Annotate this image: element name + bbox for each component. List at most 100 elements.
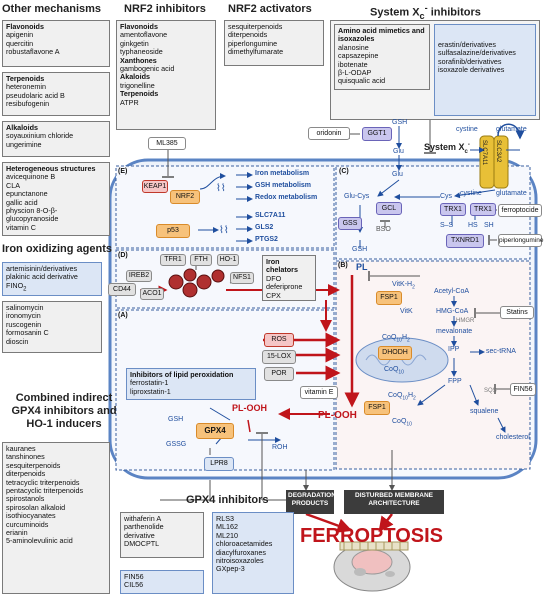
list-item: CIL56 [124, 580, 144, 590]
list-item: gambogenic acid [120, 64, 175, 74]
list-item: formosanin C [6, 328, 49, 338]
gpx4-inhibitors-title: GPX4 inhibitors [186, 494, 269, 506]
heterogeneous-box: Heterogeneous structures avicequinone B … [2, 162, 110, 236]
list-item: dimethylfumarate [228, 47, 284, 57]
list-item: GXpep-3 [216, 564, 245, 574]
iron-metabolism-label: Iron metabolism [255, 170, 310, 177]
lpr8-node: LPR8 [204, 457, 234, 471]
nfs1-node: NFS1 [230, 272, 254, 284]
list-item: spirostanols [6, 494, 45, 504]
list-item: gallic acid [6, 197, 38, 207]
list-item: erianin [6, 528, 28, 538]
cys-label: Cys [440, 193, 453, 200]
vitk-h2-label: VitK-H2 [392, 281, 415, 291]
glutamate-label-top: glutamate [496, 126, 527, 133]
iron-chelators-heading: Iron chelators [266, 257, 298, 275]
gpx4-inhibitors-box-3: RLS3 ML162 ML210 chloroacetamides diacyl… [212, 512, 294, 594]
gsh-metabolism-label: GSH metabolism [255, 182, 312, 189]
list-item: quisqualic acid [338, 76, 386, 86]
sqs-label: SQS [484, 388, 497, 394]
iron-chelators-box: Iron chelators DFO deferiprone CPX [262, 255, 316, 301]
list-item: parthenolide [124, 522, 164, 532]
list-item: CLA [6, 180, 20, 190]
list-item: erastin/derivatives [438, 40, 496, 49]
s-s-label: S–S [440, 222, 454, 229]
combined-title: Combined indirect GPX4 inhibitors and HO… [11, 392, 117, 430]
list-item: robustaflavone A [6, 47, 60, 57]
nrf2-inhibitors-box: Flavonoids amentoflavone ginkgetin typha… [116, 20, 216, 130]
other-mechanisms-title: Other mechanisms [2, 3, 102, 15]
coq10h2-label-a: CoQ10H2 [382, 334, 410, 344]
sec-trna-label: sec-tRNA [486, 348, 516, 355]
list-item: ironomycin [6, 311, 41, 321]
redox-metabolism-label: Redox metabolism [255, 194, 318, 201]
list-item: derivative [124, 530, 155, 540]
list-item: heteronemin [6, 82, 46, 92]
cholesterol-label: cholesterol [496, 434, 530, 441]
nrf2-activators-title: NRF2 activators [228, 3, 312, 15]
list-item: diterpenoids [6, 469, 46, 479]
combined-box: kauranes tanshinones sesquiterpenoids di… [2, 442, 110, 594]
vitamin-e-box: vitamin E [300, 386, 338, 399]
list-item: diacylfuroxanes [216, 547, 266, 557]
list-item: salinomycin [6, 303, 44, 312]
list-item: avicequinone B [6, 172, 56, 182]
list-item: artemisinin/derivatives [6, 264, 78, 273]
ggt1-node: GGT1 [362, 127, 392, 141]
hmgr-label: HMGR [456, 318, 475, 324]
list-item: curcuminoids [6, 519, 49, 529]
disturbed-membrane-box: DISTURBED MEMBRANE ARCHITECTURE [344, 490, 444, 514]
list-item: epunctanone [6, 189, 48, 199]
statins-box: Statins [500, 306, 534, 319]
list-item: CPX [266, 290, 281, 300]
list-item: ungerimine [6, 139, 42, 149]
hs-label: HS [468, 222, 478, 229]
gpx4-node: GPX4 [196, 423, 234, 439]
coq10-label-a: CoQ10 [384, 366, 404, 376]
list-item: isothiocyanates [6, 511, 56, 521]
squalene-label: squalene [470, 408, 499, 415]
svg-text:⌇⌇: ⌇⌇ [219, 225, 229, 236]
list-item: FINO2 [6, 280, 27, 293]
list-item: ferrostatin-1 [130, 378, 169, 388]
section-e-frame [115, 165, 335, 249]
list-item: amentoflavone [120, 30, 168, 40]
por-node: POR [264, 367, 294, 381]
list-item: capsazepine [338, 51, 379, 61]
list-item: dioscin [6, 336, 29, 346]
list-item: sulfasalazine/derivatives [438, 48, 516, 58]
list-item: pseudolaric acid B [6, 90, 65, 100]
tfr1-node: TFR1 [160, 254, 186, 266]
system-xc-inhibitors-title: System Xc- inhibitors [370, 3, 481, 21]
fsp1-node-top: FSP1 [376, 291, 402, 305]
list-item: ibotenate [338, 59, 368, 69]
list-item: quercitin [6, 38, 34, 48]
bso-label: BSO [376, 226, 391, 233]
gssg-label: GSSG [166, 441, 187, 448]
mevalonate-label: mevalonate [436, 328, 473, 335]
aco1-node: ACO1 [140, 288, 164, 300]
list-item: deferiprone [266, 282, 303, 292]
terpenoids-heading: Terpenoids [6, 74, 45, 83]
list-item: liproxstatin-1 [130, 386, 171, 396]
terpenoids-heading: Terpenoids [120, 89, 159, 99]
15-lox-node: 15-LOX [262, 350, 296, 364]
cystine-label-bottom: cystine [460, 190, 482, 197]
ho1-node: HO-1 [217, 254, 239, 266]
akaloids-heading: Akaloids [120, 72, 150, 82]
cd44-node: CD44 [108, 283, 136, 296]
coq10h2-label-b: CoQ10H2 [388, 392, 416, 402]
section-a-label: (A) [118, 312, 128, 319]
nrf2-node: NRF2 [170, 190, 200, 204]
list-item: typhaneoside [120, 47, 163, 57]
gls2-label: GLS2 [255, 224, 274, 231]
pl-ooh-label-b: PL-OOH [318, 410, 357, 421]
list-item: sesquiterpenoids [228, 22, 283, 31]
gsh-a-label: GSH [168, 416, 184, 423]
list-item: plakinic acid derivative [6, 272, 78, 282]
gsh-top-label: GSH [392, 119, 408, 126]
list-item: diterpenoids [228, 30, 268, 40]
list-item: trigonelline [120, 80, 155, 90]
list-item: nitroisoxazoles [216, 556, 264, 566]
nrf2-inhibitors-title: NRF2 inhibitors [124, 3, 206, 15]
